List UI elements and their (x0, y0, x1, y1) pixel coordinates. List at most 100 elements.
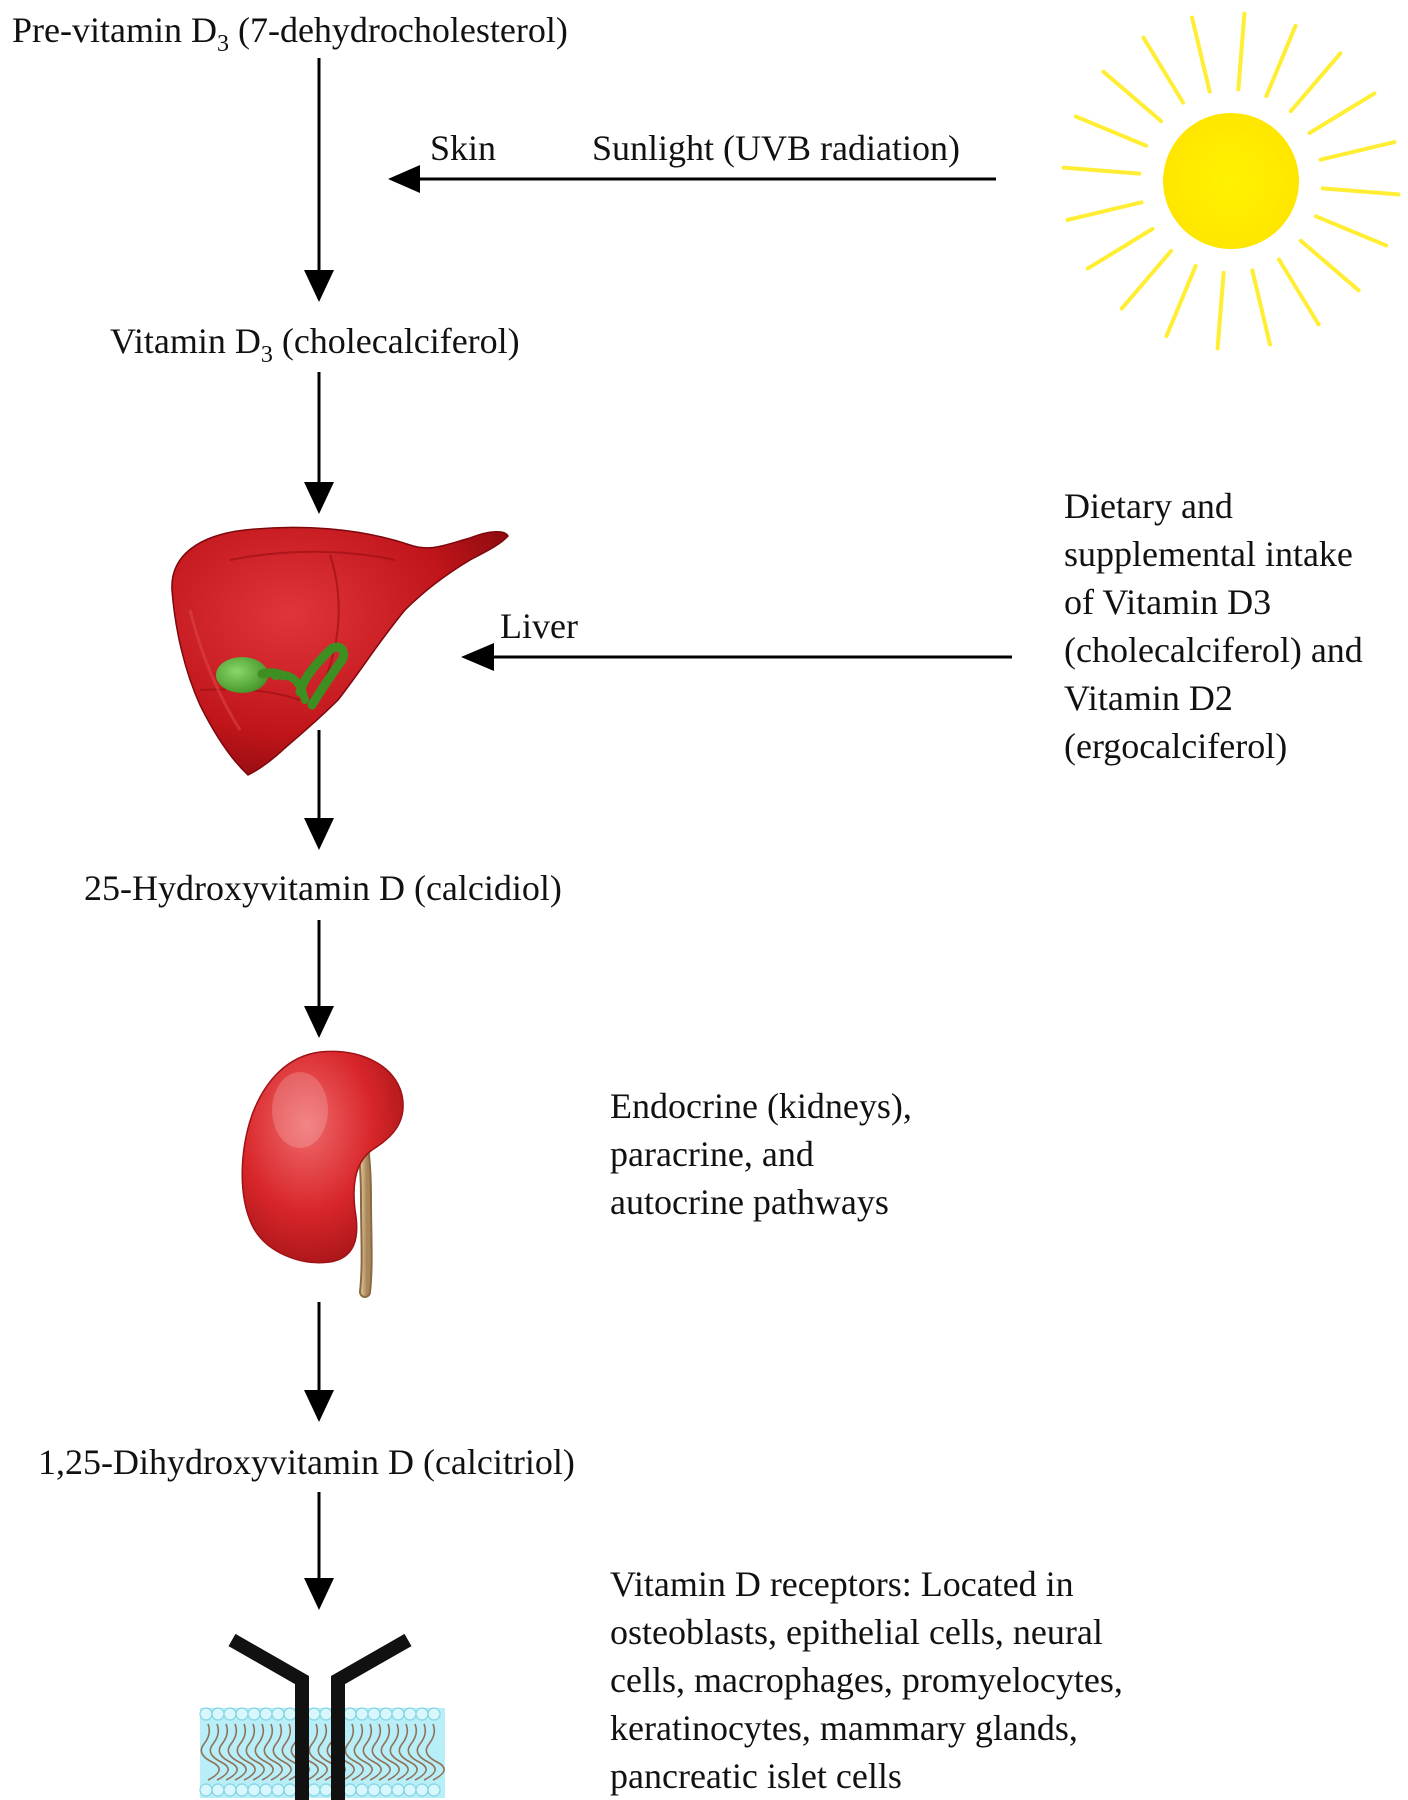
arrow-calcitriol-to-receptor (304, 1492, 334, 1610)
lipid-head (391, 1707, 405, 1721)
lipid-head (283, 1707, 297, 1721)
lipid-tail (254, 1723, 274, 1781)
skin-label: Skin (430, 128, 497, 168)
lipid-head (415, 1783, 429, 1797)
arrow-kidney-to-calcitriol (304, 1302, 334, 1422)
pathways-text: Endocrine (kidneys), paracrine, and auto… (610, 1082, 912, 1226)
lipid-tail (344, 1723, 364, 1781)
receptor-icon (199, 1633, 445, 1800)
sun-ray (1101, 69, 1164, 124)
lipid-head (307, 1707, 321, 1721)
arrow-sunlight-to-skin (388, 165, 996, 193)
lipid-head (235, 1707, 249, 1721)
liver-icon (171, 526, 509, 776)
lipid-head (271, 1707, 285, 1721)
lipid-head (199, 1783, 213, 1797)
lipid-head (379, 1783, 393, 1797)
dietary-intake-text: Dietary and supplemental intake of Vitam… (1064, 482, 1363, 770)
sun-ray (1085, 226, 1155, 271)
lipid-head (379, 1707, 393, 1721)
lipid-head (427, 1707, 441, 1721)
lipid-head (199, 1707, 213, 1721)
lipid-tail (407, 1723, 427, 1781)
lipid-tail (389, 1723, 409, 1781)
sun-ray (1119, 248, 1174, 311)
pathways-line: paracrine, and (610, 1134, 814, 1174)
dietary-line: (cholecalciferol) and (1064, 630, 1363, 670)
sun-ray (1164, 263, 1198, 339)
lipid-head (223, 1783, 237, 1797)
lipid-head (247, 1707, 261, 1721)
lipid-tail (362, 1723, 382, 1781)
lipid-head (235, 1783, 249, 1797)
lipid-head (415, 1707, 429, 1721)
sun-ray (1061, 165, 1142, 176)
sun-ray (1065, 200, 1144, 222)
sunlight-label: Sunlight (UVB radiation) (592, 128, 960, 168)
receptors-line: Vitamin D receptors: Located in (610, 1564, 1074, 1604)
lipid-tail (227, 1723, 247, 1781)
lipid-tail (371, 1723, 391, 1781)
sun-ray (1190, 15, 1212, 94)
lipid-head (343, 1783, 357, 1797)
lipid-tail (353, 1723, 373, 1781)
lipid-head (427, 1783, 441, 1797)
lipid-head (259, 1707, 273, 1721)
arrow-vitamin-d3-to-liver (304, 372, 334, 514)
pathways-line: Endocrine (kidneys), (610, 1086, 912, 1126)
lipid-tail (263, 1723, 283, 1781)
lipid-head (259, 1783, 273, 1797)
sun-ray (1215, 270, 1226, 351)
sun-ray (1288, 51, 1343, 114)
dietary-line: Dietary and (1064, 486, 1233, 526)
sun-ray (1250, 268, 1272, 347)
lipid-tail (308, 1723, 328, 1781)
receptors-line: osteoblasts, epithelial cells, neural (610, 1612, 1103, 1652)
calcidiol-label: 25-Hydroxyvitamin D (calcidiol) (84, 868, 562, 908)
sun-ray (1236, 11, 1247, 92)
lipid-tail (200, 1723, 220, 1781)
lipid-head (307, 1783, 321, 1797)
dietary-line: (ergocalciferol) (1064, 726, 1288, 766)
lipid-head (211, 1707, 225, 1721)
sun-core (1163, 113, 1299, 249)
liver-label: Liver (500, 606, 578, 646)
lipid-tail (236, 1723, 256, 1781)
lipid-head (271, 1783, 285, 1797)
lipid-head (367, 1707, 381, 1721)
arrow-calcidiol-to-kidney (304, 920, 334, 1038)
lipid-head (355, 1707, 369, 1721)
calcitriol-label: 1,25-Dihydroxyvitamin D (calcitriol) (38, 1442, 575, 1482)
receptors-text: Vitamin D receptors: Located in osteobla… (610, 1560, 1123, 1800)
vitamin-d3-label: Vitamin D3 (cholecalciferol) (110, 321, 520, 368)
sun-ray (1264, 23, 1298, 99)
arrow-previtamin-to-vitamin-d3 (304, 58, 334, 302)
sun-ray (1276, 257, 1321, 327)
lipid-head (211, 1783, 225, 1797)
lipid-head (343, 1707, 357, 1721)
lipid-tail (425, 1723, 445, 1781)
lipid-head (391, 1783, 405, 1797)
sun-ray (1320, 186, 1401, 197)
arrow-liver-to-calcidiol (304, 730, 334, 850)
lipid-tail (416, 1723, 436, 1781)
lipid-head (355, 1783, 369, 1797)
lipid-tail (398, 1723, 418, 1781)
dietary-line: of Vitamin D3 (1064, 582, 1272, 622)
lipid-head (319, 1783, 333, 1797)
sun-ray (1318, 140, 1397, 162)
pathways-line: autocrine pathways (610, 1182, 889, 1222)
lipid-head (283, 1783, 297, 1797)
sun-ray (1307, 91, 1377, 136)
arrow-dietary-to-liver (461, 643, 1012, 671)
lipid-head (403, 1783, 417, 1797)
dietary-line: supplemental intake (1064, 534, 1353, 574)
lipid-head (247, 1783, 261, 1797)
sun-ray (1073, 114, 1149, 148)
sun-ray (1141, 35, 1186, 105)
receptors-line: pancreatic islet cells (610, 1756, 902, 1796)
lipid-tail (380, 1723, 400, 1781)
receptors-line: cells, macrophages, promyelocytes, (610, 1660, 1123, 1700)
